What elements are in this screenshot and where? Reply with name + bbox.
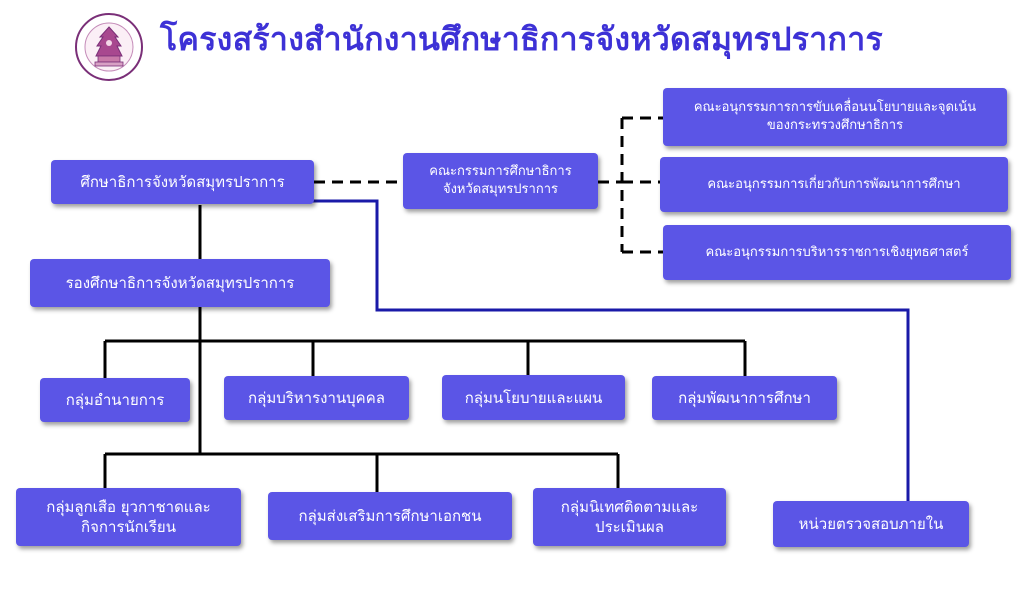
node-governor: ศึกษาธิการจังหวัดสมุทรปราการ [51, 160, 314, 204]
node-personnel-group: กลุ่มบริหารงานบุคคล [224, 376, 409, 420]
node-deputy: รองศึกษาธิการจังหวัดสมุทรปราการ [30, 259, 330, 307]
line-audit [313, 199, 910, 501]
node-subcommittee-strategic: คณะอนุกรรมการบริหารราชการเชิงยุทธศาสตร์ [663, 225, 1011, 280]
page-title: โครงสร้างสำนักงานศึกษาธิการจังหวัดสมุทรป… [160, 20, 883, 58]
node-private-edu-group: กลุ่มส่งเสริมการศึกษาเอกชน [268, 492, 512, 540]
node-admin-group: กลุ่มอำนายการ [40, 378, 190, 422]
node-internal-audit: หน่วยตรวจสอบภายใน [773, 501, 969, 547]
node-policy-plan-group: กลุ่มนโยบายและแผน [442, 375, 625, 420]
provincial-seal-icon [75, 13, 143, 81]
node-scouts-group: กลุ่มลูกเสือ ยุวกาชาดและ กิจการนักเรียน [16, 488, 241, 546]
node-edu-development-group: กลุ่มพัฒนาการศึกษา [652, 376, 837, 420]
node-committee: คณะกรรมการศึกษาธิการ จังหวัดสมุทรปราการ [403, 153, 598, 209]
node-subcommittee-development: คณะอนุกรรมการเกี่ยวกับการพัฒนาการศึกษา [660, 157, 1008, 212]
node-monitoring-group: กลุ่มนิเทศติดตามและ ประเมินผล [533, 488, 726, 546]
advisory-dashed-lines [314, 116, 663, 254]
node-subcommittee-policy: คณะอนุกรรมการการขับเคลื่อนนโยบายและจุดเน… [663, 88, 1007, 146]
hierarchy-lines [103, 205, 747, 492]
